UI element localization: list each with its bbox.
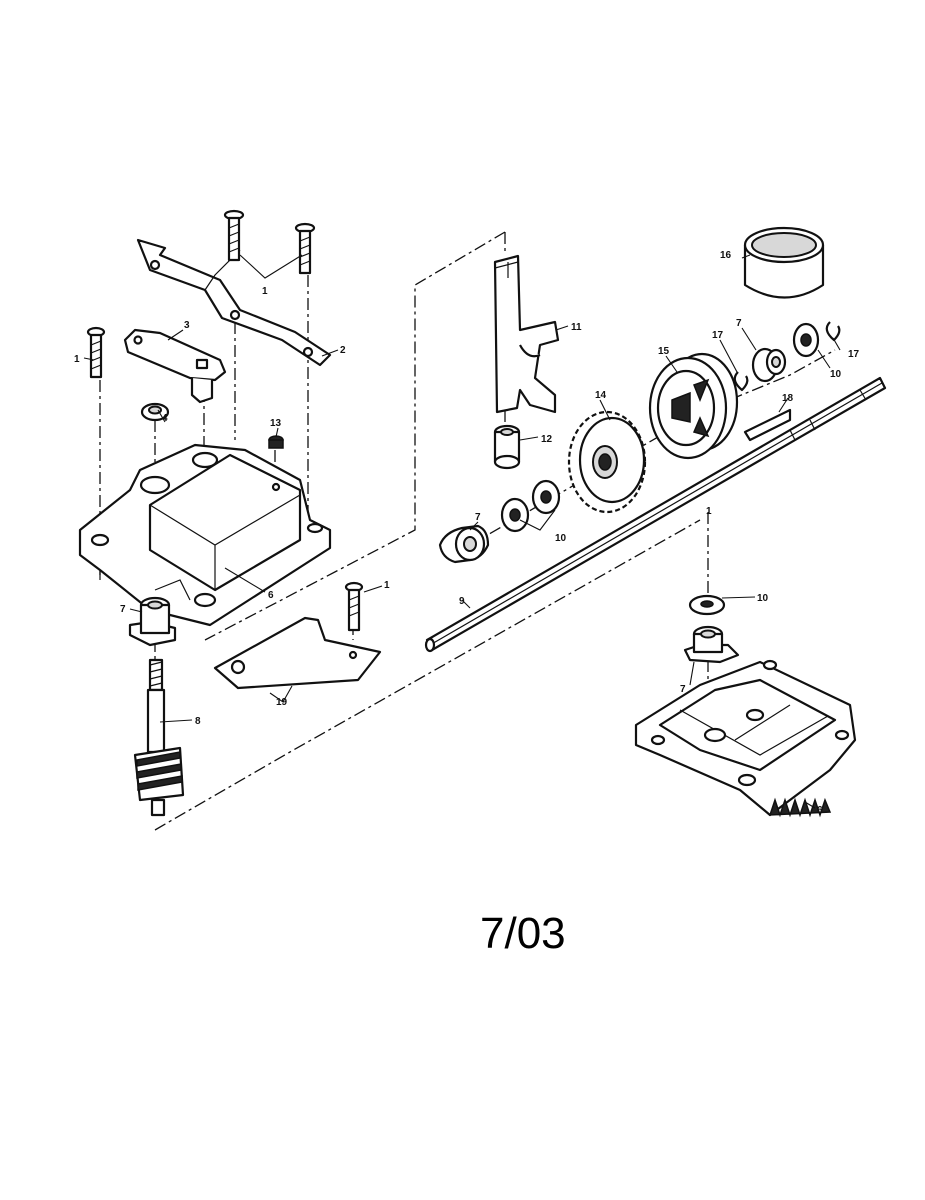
callout-clutch-cone: 15 [658,346,670,357]
retainer-a [733,371,749,392]
callout-spacer: 12 [541,434,553,445]
callout-shaft-dash: 1 [706,506,712,517]
callout-screw-lower: 1 [384,580,390,591]
key-part [743,408,792,442]
screws-top [223,209,316,275]
callout-bushing-lower: 7 [680,684,686,695]
bushing-left [128,596,177,647]
screw-lower [344,581,364,632]
callout-washer-right: 10 [830,369,842,380]
clutch-cup [743,226,825,299]
worm-shaft [133,658,185,817]
callout-washer-mid: 10 [555,533,567,544]
gear-case-lower [634,659,857,818]
callout-bushing-left: 7 [120,604,126,615]
gear-part [567,410,647,514]
callout-retainer-b: 17 [848,349,860,360]
callout-case-upper: 6 [268,590,274,601]
callout-screw-top: 1 [262,286,268,297]
bushing-mid [438,524,490,564]
clutch-cone [648,352,739,460]
plug-part [268,435,284,449]
callout-axle: 9 [459,596,465,607]
callout-case-lower: 6 [817,805,823,816]
callout-labels: 1 1 1 1 2 3 4 6 6 7 7 7 7 8 9 10 10 10 1… [74,250,860,816]
screw-left [86,326,106,379]
plate-part [213,616,382,690]
callout-plug: 13 [270,418,282,429]
assembly-dashed-lines [99,231,836,831]
callout-clutch-cup: 16 [720,250,732,261]
washers-mid [500,479,561,533]
spacer-part [493,424,521,470]
callout-bracket: 2 [340,345,346,356]
callout-washer-left: 4 [162,413,168,424]
leader-lines [83,254,841,809]
washer-right [792,322,820,358]
callout-lever: 3 [184,320,190,331]
callout-plate: 19 [276,697,288,708]
callout-key: 18 [782,393,794,404]
callout-washer-lower: 10 [757,593,769,604]
lever-part [123,328,227,404]
gear-case-upper [78,443,332,627]
bushing-right [751,347,787,383]
date-label: 7/03 [480,909,566,958]
callout-screw-left: 1 [74,354,80,365]
callout-gear: 14 [595,390,607,401]
shift-fork [493,254,560,414]
washer-lower [688,594,726,616]
callout-worm-shaft: 8 [195,716,201,727]
callout-retainer-a: 17 [712,330,724,341]
callout-shift-fork: 11 [571,322,582,333]
callout-bushing-right: 7 [736,318,742,329]
bushing-lower [683,625,740,664]
callout-bushing-mid: 7 [475,512,481,523]
retainer-b [825,321,841,342]
axle-part [424,376,887,653]
